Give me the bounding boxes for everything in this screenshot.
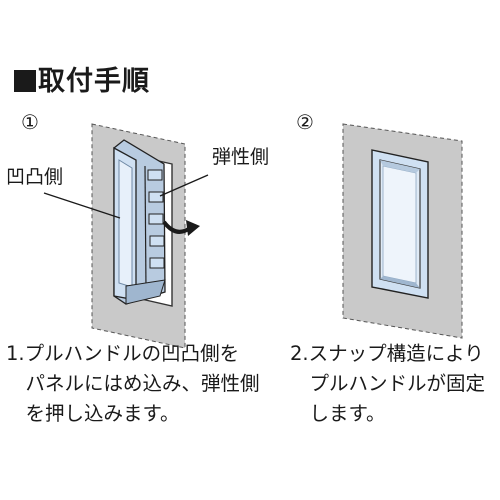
step-1-description: 1.プルハンドルの凹凸側を パネルにはめ込み、弾性側 を押し込みます。 [6, 342, 260, 425]
label-concave-convex-side: 凹凸側 [6, 166, 64, 188]
step-2-description: 2.スナップ構造により プルハンドルが固定 します。 [290, 342, 486, 425]
section-title: 取付手順 [14, 68, 150, 95]
square-bullet-icon [14, 70, 36, 92]
step-1-number: ① [21, 110, 39, 134]
rotate-arrowhead-icon [186, 220, 200, 236]
elastic-ribs [147, 169, 165, 269]
pull-handle-1 [113, 139, 166, 305]
section-title-text: 取付手順 [38, 66, 150, 97]
leader-line-concave [43, 192, 121, 219]
pull-handle-2 [371, 149, 429, 299]
step-2-number: ② [296, 110, 314, 134]
leader-line-elastic [159, 174, 209, 197]
label-elastic-side: 弾性側 [212, 146, 270, 168]
